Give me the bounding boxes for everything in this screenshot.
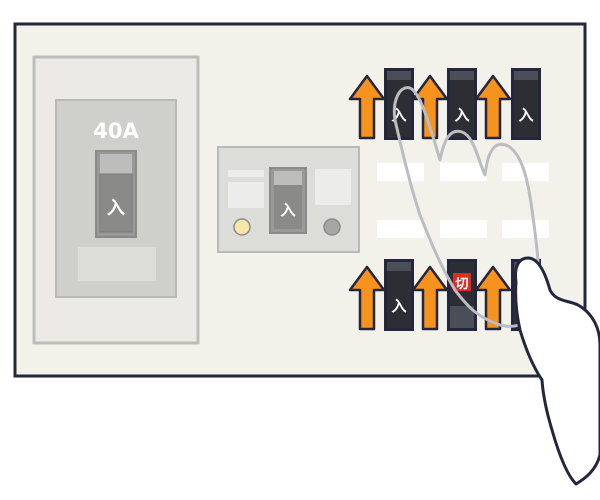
branch-breaker-switch-top bbox=[387, 262, 411, 271]
leakage-breaker: 入 bbox=[217, 146, 360, 253]
arrow-up-icon bbox=[474, 265, 512, 331]
label-strip bbox=[377, 163, 424, 181]
main-breaker-rating: 40A bbox=[93, 119, 139, 143]
hand-foreground bbox=[514, 256, 600, 486]
arrow-up-icon bbox=[474, 74, 512, 140]
test-lamp-indicator bbox=[233, 218, 251, 236]
leakage-breaker-switch-label: 入 bbox=[280, 201, 295, 219]
branch-breaker-label: 入 bbox=[391, 297, 406, 315]
branch-breaker-switch-handle[interactable] bbox=[387, 271, 411, 328]
hand-outline-ghost bbox=[392, 86, 541, 328]
branch-breaker-switch-top bbox=[387, 71, 411, 80]
arrow-up-icon bbox=[348, 265, 386, 331]
label-strip bbox=[377, 220, 424, 238]
label-strip bbox=[440, 163, 487, 181]
branch-breaker-switch-handle[interactable] bbox=[387, 80, 411, 137]
arrow-up-icon bbox=[411, 74, 449, 140]
label-strip bbox=[502, 220, 549, 238]
branch-breaker-label: 入 bbox=[454, 106, 469, 124]
main-breaker-switch-label: 入 bbox=[107, 198, 125, 219]
branch-breaker-switch-top bbox=[514, 71, 538, 80]
branch-label-strips bbox=[377, 163, 549, 238]
label-strip bbox=[440, 220, 487, 238]
leakage-breaker-label-strip bbox=[228, 170, 264, 177]
arrow-up-icon bbox=[411, 265, 449, 331]
test-button[interactable] bbox=[323, 218, 341, 236]
branch-breaker-switch-handle[interactable] bbox=[450, 80, 474, 137]
main-breaker-switch-handle[interactable] bbox=[99, 173, 133, 233]
off-label-badge bbox=[453, 273, 471, 291]
branch-breaker-switch-top bbox=[450, 71, 474, 80]
main-breaker: 40A 入 bbox=[32, 55, 200, 345]
branch-breaker-switch-bottom bbox=[450, 306, 474, 328]
leakage-breaker-switch-handle[interactable] bbox=[274, 185, 302, 229]
branch-breaker-switch-handle[interactable] bbox=[514, 80, 538, 137]
main-breaker-switch-top bbox=[100, 154, 132, 174]
leakage-breaker-switch-top bbox=[274, 171, 302, 185]
hand-illustration bbox=[392, 86, 600, 486]
branch-breaker-label: 切 bbox=[455, 277, 468, 292]
branch-breaker-label: 入 bbox=[518, 106, 533, 124]
main-breaker-nameplate bbox=[78, 247, 156, 281]
leakage-breaker-label-panel bbox=[228, 182, 264, 208]
arrow-up-icon bbox=[348, 74, 386, 140]
leakage-breaker-side-panel bbox=[315, 169, 351, 205]
